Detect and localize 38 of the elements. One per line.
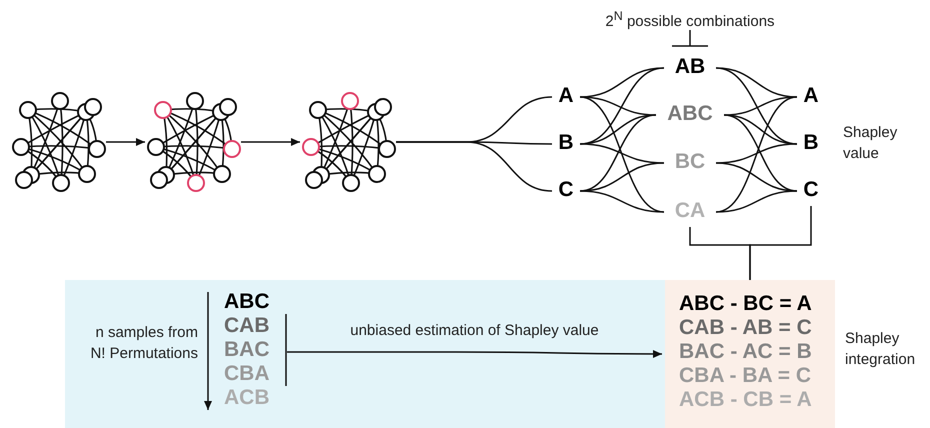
node-label: C [555, 178, 577, 204]
arrow [241, 138, 300, 146]
connector-line [715, 162, 798, 192]
permutation-text: CBA [224, 362, 270, 386]
description-text: n samples from N! Permutations [89, 323, 198, 364]
network-graph-drawing [300, 92, 396, 192]
permutation-text: CAB [224, 314, 270, 338]
connector-line [396, 141, 552, 192]
equation-text: CAB - AB = C [679, 316, 812, 340]
node-label: BC [667, 150, 713, 176]
side-label: Shapley integration [845, 329, 916, 370]
node-label: A [800, 84, 822, 110]
annotation-text: 2$^{N}$ possible combinations [604, 8, 776, 32]
node-label: AB [667, 55, 713, 81]
arrow [106, 138, 145, 146]
connector-line [579, 143, 664, 164]
equation-text: ACB - CB = A [679, 388, 812, 412]
connector-line [715, 143, 798, 164]
equation-text: BAC - AC = B [679, 340, 812, 364]
network-graph-drawing [10, 92, 106, 192]
equation-text: CBA - BA = C [679, 364, 812, 388]
node-label: B [800, 131, 822, 157]
node-label: A [555, 84, 577, 110]
permutation-text: BAC [224, 338, 270, 362]
node-label: ABC [659, 102, 721, 128]
node-label: C [800, 178, 822, 204]
permutation-text: ACB [224, 386, 270, 410]
connector-line [579, 190, 664, 213]
annotation-text: Shapley value [843, 123, 898, 164]
node-label: CA [667, 199, 713, 225]
permutation-text: ABC [224, 290, 270, 314]
equation-text: ABC - BC = A [679, 292, 812, 316]
network-graph-drawing [145, 92, 241, 192]
arrow [287, 350, 662, 358]
connector-line [579, 162, 664, 192]
node-label: B [555, 131, 577, 157]
connector-line [715, 190, 798, 213]
connector-line [749, 206, 812, 280]
